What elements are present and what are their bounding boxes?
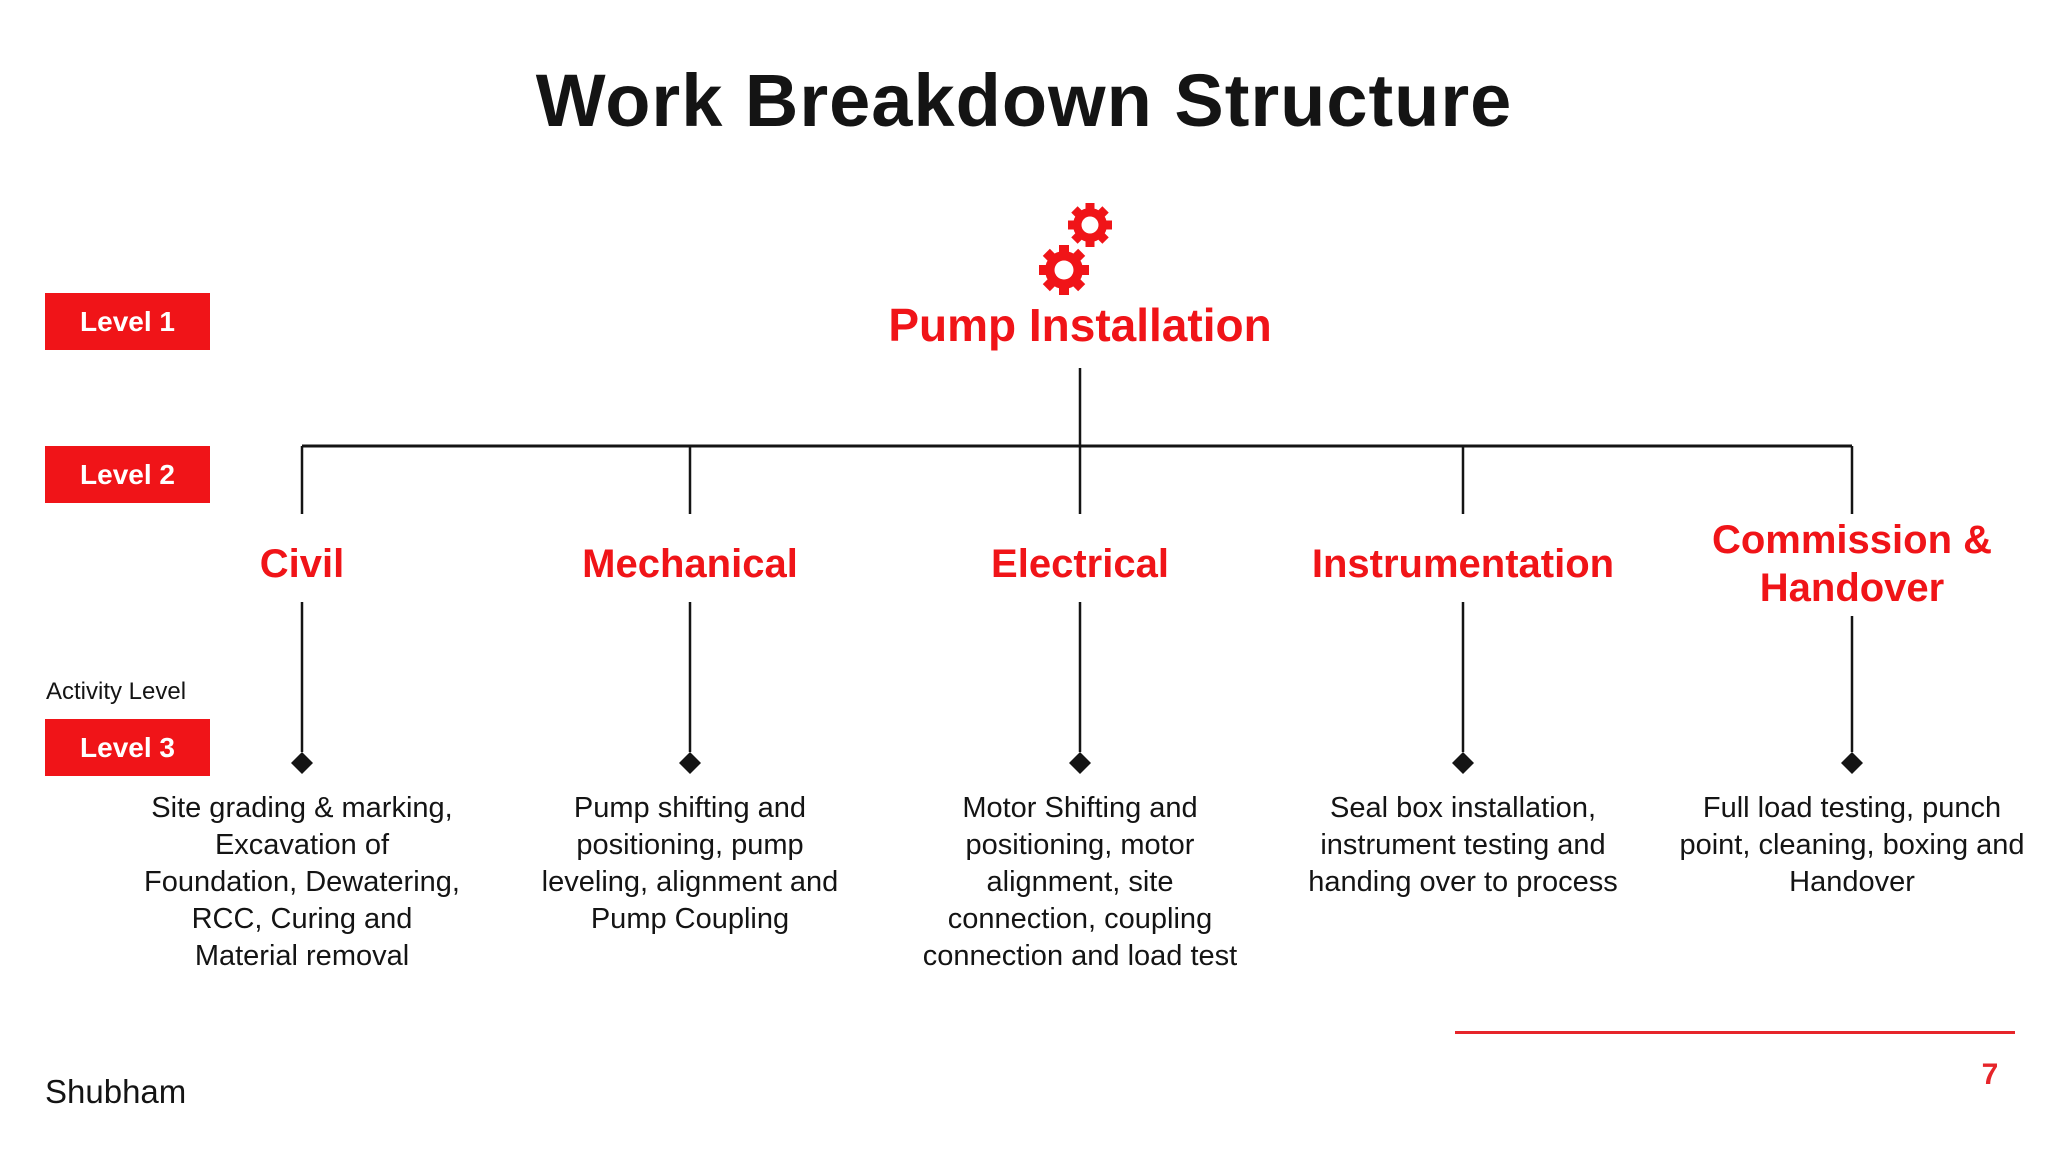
level-3-badge: Level 3 — [45, 719, 210, 776]
level-1-badge: Level 1 — [45, 293, 210, 350]
page-number: 7 — [1981, 1058, 1999, 1091]
level-2-badge: Level 2 — [45, 446, 210, 503]
branch-name-instrumentation: Instrumentation — [1311, 542, 1615, 586]
branch-name-electrical: Electrical — [991, 542, 1169, 586]
branch-activities-commission-handover: Full load testing, punch point, cleaning… — [1679, 792, 2025, 898]
branch-activities-instrumentation: Seal box installation, instrument testin… — [1308, 792, 1618, 898]
root-node-label: Pump Installation — [888, 299, 1272, 351]
branch-activities-civil: Site grading & marking, Excavation of Fo… — [144, 792, 460, 972]
branch-name-mechanical: Mechanical — [582, 542, 798, 586]
branch-activities-electrical: Motor Shifting and positioning, motor al… — [922, 792, 1238, 972]
gears-icon — [1039, 203, 1112, 295]
page-title: Work Breakdown Structure — [535, 59, 1513, 142]
author-name: Shubham — [45, 1073, 187, 1110]
activity-level-caption: Activity Level — [46, 678, 187, 705]
branch-activities-mechanical: Pump shifting and positioning, pump leve… — [541, 792, 839, 935]
branch-name-civil: Civil — [259, 542, 345, 586]
diamond-terminator-icons — [291, 752, 1863, 774]
branch-name-commission-handover: Commission & Handover — [1711, 518, 1993, 610]
footer-divider — [1455, 1031, 2015, 1034]
